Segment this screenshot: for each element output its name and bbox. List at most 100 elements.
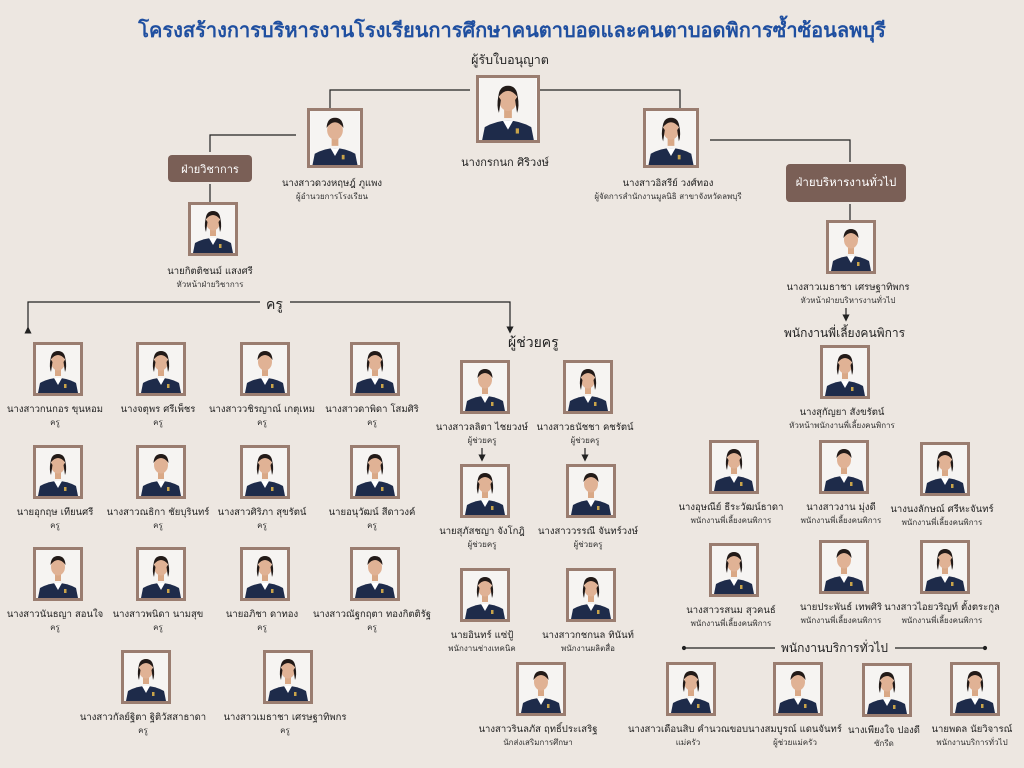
person-name: นางนงลักษณ์ ศรีหะจันทร์ — [890, 504, 994, 515]
person-name: นายอนุวัฒน์ สีดาวงค์ — [328, 507, 416, 518]
academic-dept-box: ฝ่ายวิชาการ — [168, 155, 252, 182]
person-role: ครู — [280, 726, 290, 735]
person-name: นางสาววรรณี จันทร์วงษ์ — [538, 526, 638, 537]
person-photo — [950, 662, 1000, 716]
person-photo — [136, 547, 186, 601]
person-name: นางสาววชิรญาณ์ เกตุเหม — [208, 404, 316, 415]
person-photo — [460, 360, 510, 414]
academic-head-name: นายกิตติชนม์ แสงศรี — [167, 266, 253, 277]
person-photo — [121, 650, 171, 704]
person-name: นางสาวธนัชชา คชรัตน์ — [536, 422, 634, 433]
person-photo — [566, 464, 616, 518]
licensee-photo — [476, 75, 540, 143]
person-role: พนักงานพี่เลี้ยงคนพิการ — [690, 516, 772, 525]
line-teachers-right — [290, 301, 514, 334]
line-manager-general — [710, 139, 851, 162]
assistants-heading: ผู้ช่วยครู — [508, 335, 559, 351]
person-role: ผู้ช่วยครู — [570, 436, 600, 445]
person-name: นางสาวพนิดา นามสุข — [112, 609, 204, 620]
media-photo — [566, 568, 616, 622]
person-name: นายพดล นัยวิจารณ์ — [931, 724, 1013, 735]
person-role: ครู — [367, 623, 377, 632]
person-name: นางสาวเมธาชา เศรษฐาทิพกร — [223, 712, 347, 723]
person-name: นางเพียงใจ ปองดี — [848, 725, 920, 736]
caretaker-head-name: นางสุกัญยา สังขรัตน์ — [799, 407, 885, 418]
person-role: ครู — [257, 521, 267, 530]
person-role: ครู — [367, 521, 377, 530]
person-photo — [666, 662, 716, 716]
person-name: นายประพันธ์ เทพศิริ — [799, 602, 883, 613]
person-name: นางสาวรสนม สุวคนธ์ — [686, 605, 776, 616]
person-role: ครู — [138, 726, 148, 735]
person-name: นางสาวดาพิดา โสมศิริ — [325, 404, 419, 415]
person-name: นางสาวกัลย์ฐิตา ฐิติวัสสาธาดา — [79, 712, 207, 723]
person-role: ครู — [50, 418, 60, 427]
person-photo — [33, 445, 83, 499]
person-role: ผู้ช่วยแม่ครัว — [773, 738, 817, 747]
director-role: ผู้อำนวยการโรงเรียน — [296, 192, 368, 201]
person-photo — [460, 464, 510, 518]
person-photo — [350, 445, 400, 499]
person-photo — [563, 360, 613, 414]
manager-photo — [643, 108, 699, 168]
person-name: นางจตุพร ศรีเพ็ชร — [120, 404, 196, 415]
person-role: พนักงานพี่เลี้ยงคนพิการ — [901, 616, 983, 625]
person-name: นางอุษณีย์ ธีระวัฒน์ธาดา — [678, 502, 784, 513]
edu-photo — [516, 662, 566, 716]
media-name: นางสาวกชกนล ทินันท์ — [542, 630, 634, 641]
person-role: ครู — [50, 521, 60, 530]
person-photo — [773, 662, 823, 716]
person-role: พนักงานพี่เลี้ยงคนพิการ — [800, 516, 882, 525]
person-photo — [136, 445, 186, 499]
person-role: พนักงานพี่เลี้ยงคนพิการ — [800, 616, 882, 625]
person-name: นางสมบูรณ์ แดนจันทร์ — [748, 724, 842, 735]
person-photo — [240, 547, 290, 601]
person-name: นางสาวกนกอร ขุนหอม — [7, 404, 103, 415]
director-photo — [307, 108, 363, 168]
manager-role: ผู้จัดการสำนักงานมูลนิธิ สาขาจังหวัดลพบุ… — [594, 192, 742, 201]
person-role: พนักงานพี่เลี้ยงคนพิการ — [690, 619, 772, 628]
person-name: นางสาวนันธญา สอนใจ — [6, 609, 104, 620]
person-photo — [240, 342, 290, 396]
general-staff-heading: พนักงานบริการทั่วไป — [781, 641, 888, 655]
person-photo — [350, 547, 400, 601]
line-teachers-left — [24, 301, 260, 334]
manager-name: นางสาวอิสรีย์ วงศ์ทอง — [622, 178, 714, 189]
person-photo — [862, 663, 912, 717]
line-licensee-manager — [540, 89, 681, 108]
person-name: นางสาวศิริภา สุขรัตน์ — [217, 507, 307, 518]
person-role: ครู — [367, 418, 377, 427]
person-role: พนักงานบริการทั่วไป — [936, 738, 1008, 747]
person-name: นายอุกฤษ เทียนศรี — [16, 507, 94, 518]
director-name: นางสาวดวงหฤษฎ์ ภูแพง — [281, 178, 383, 189]
tech-photo — [460, 568, 510, 622]
person-name: นางสาวเดือนสิบ คำนวณขอบ — [628, 724, 748, 735]
media-role: พนักงานผลิตสื่อ — [561, 644, 615, 653]
teachers-heading: ครู — [266, 297, 283, 313]
caretaker-head-photo — [820, 345, 870, 399]
person-role: ครู — [153, 521, 163, 530]
person-photo — [263, 650, 313, 704]
person-photo — [819, 540, 869, 594]
licensee-name: นางกรกนก ศิริวงษ์ — [461, 156, 549, 169]
person-photo — [33, 547, 83, 601]
person-name: นางสาวณัฐกฤตา ทองกิตติรัฐ — [312, 609, 432, 620]
edu-role: นักส่งเสริมการศึกษา — [503, 738, 573, 747]
person-role: ครู — [153, 418, 163, 427]
tech-role: พนักงานช่างเทคนิค — [448, 644, 516, 653]
person-role: แม่ครัว — [675, 738, 701, 747]
page-title: โครงสร้างการบริหารงานโรงเรียนการศึกษาคนต… — [138, 18, 886, 42]
person-role: ครู — [50, 623, 60, 632]
caretakers-heading: พนักงานพี่เลี้ยงคนพิการ — [784, 326, 906, 340]
line-director-academic — [209, 134, 296, 152]
person-role: ซักรีด — [874, 739, 894, 748]
general-dept-box: ฝ่ายบริหารงานทั่วไป — [786, 164, 906, 202]
person-photo — [33, 342, 83, 396]
caretaker-head-role: หัวหน้าพนักงานพี่เลี้ยงคนพิการ — [789, 421, 895, 430]
person-photo — [920, 442, 970, 496]
person-role: ผู้ช่วยครู — [467, 540, 497, 549]
general-head-name: นางสาวเมธาชา เศรษฐาทิพกร — [786, 282, 910, 293]
person-photo — [240, 445, 290, 499]
person-photo — [350, 342, 400, 396]
